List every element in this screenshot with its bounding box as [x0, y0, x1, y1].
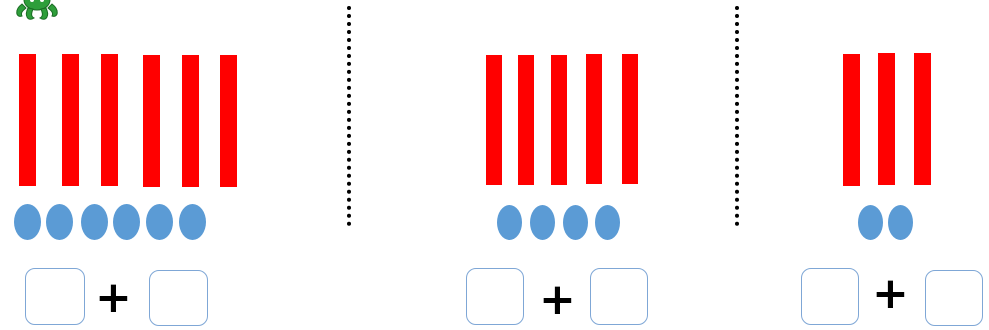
plus-sign: +	[539, 278, 576, 322]
answer-box-ones[interactable]	[590, 268, 648, 325]
unit-bead	[81, 204, 108, 240]
ten-rod	[101, 54, 118, 186]
dotted-divider	[735, 6, 739, 226]
ten-rod	[486, 55, 502, 185]
answer-box-tens[interactable]	[25, 268, 85, 325]
answer-box-ones[interactable]	[149, 270, 208, 326]
unit-bead	[113, 204, 140, 240]
unit-bead	[858, 205, 883, 240]
dotted-divider	[347, 6, 351, 226]
ten-rod	[914, 53, 931, 185]
unit-bead	[563, 205, 588, 240]
ten-rod	[518, 55, 534, 185]
unit-bead	[595, 205, 620, 240]
unit-bead	[146, 204, 173, 240]
unit-bead	[888, 205, 913, 240]
ten-rod	[220, 55, 237, 187]
unit-bead	[530, 205, 555, 240]
plus-sign: +	[872, 272, 909, 316]
plus-sign: +	[95, 276, 132, 320]
ten-rod	[62, 54, 79, 186]
answer-box-tens[interactable]	[466, 268, 524, 325]
ten-rod	[878, 53, 895, 185]
ten-rod	[182, 55, 199, 187]
unit-bead	[179, 204, 206, 240]
answer-box-tens[interactable]	[801, 268, 859, 325]
ten-rod	[143, 55, 160, 187]
unit-bead	[497, 205, 522, 240]
unit-bead	[14, 204, 41, 240]
answer-box-ones[interactable]	[925, 270, 983, 326]
ten-rod	[19, 54, 36, 186]
octopus-mascot-icon	[12, 0, 62, 22]
ten-rod	[843, 54, 860, 186]
unit-bead	[46, 204, 73, 240]
ten-rod	[586, 54, 602, 184]
ten-rod	[622, 54, 638, 184]
ten-rod	[551, 55, 567, 185]
